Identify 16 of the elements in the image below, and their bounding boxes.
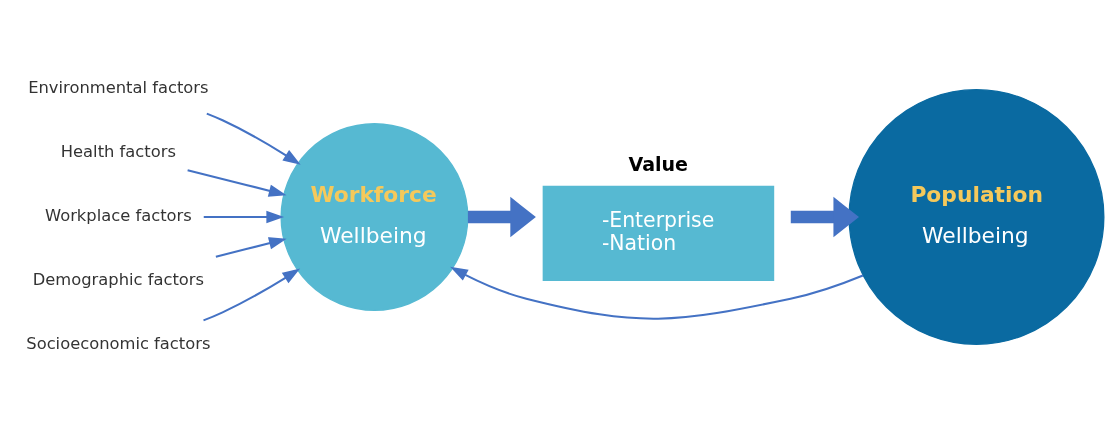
arrow	[450, 266, 864, 320]
arrow	[187, 168, 287, 197]
node-text: Demographic factors	[32, 269, 205, 289]
arrow	[467, 196, 536, 237]
node-circle: Population Wellbeing	[848, 88, 1105, 345]
arrow	[206, 112, 301, 165]
node-text: Environmental factors	[28, 77, 209, 97]
arrow	[203, 268, 301, 321]
node-text: Socioeconomic factors	[26, 333, 211, 353]
node-box: -Enterprise -Nation	[542, 185, 775, 281]
node-text: Health factors	[60, 141, 176, 161]
node-text: Workplace factors	[44, 205, 192, 225]
arrow	[215, 236, 287, 258]
arrow	[790, 196, 859, 237]
arrow	[203, 210, 285, 223]
node-label: Value	[628, 152, 689, 175]
